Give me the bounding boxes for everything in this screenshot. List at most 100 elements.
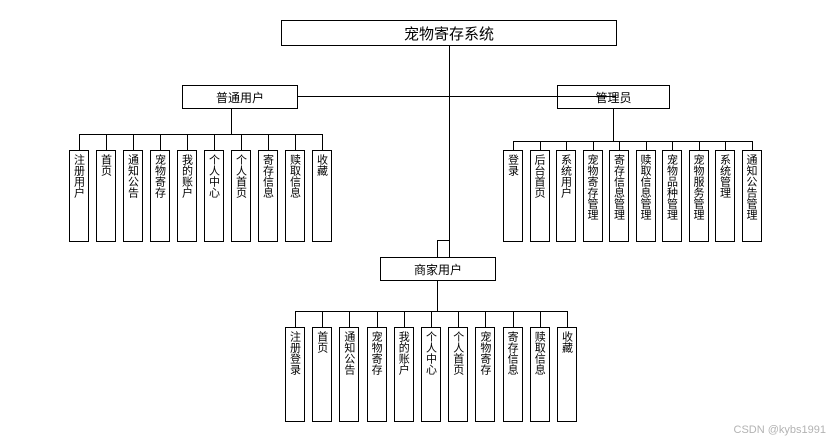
admin-leaf-node: 寄存信息管理 (609, 150, 629, 242)
admin-leaf-node: 宠物品种管理 (662, 150, 682, 242)
admin-stem-line (613, 109, 614, 141)
merchant-leaf-connector (567, 311, 568, 327)
merchant-leaf-node: 首页 (312, 327, 333, 422)
merchant-leaf-node: 个人中心 (421, 327, 441, 422)
user-leaf-label: 注册用户 (72, 154, 86, 198)
admin-leaf-node: 系统管理 (715, 150, 735, 242)
user-leaf-connector (241, 134, 242, 150)
user-leaf-label: 个人中心 (207, 154, 221, 198)
user-leaf-node: 宠物寄存 (150, 150, 170, 242)
merchant-leaf-connector (458, 311, 460, 327)
merchant-leaf-connector (539, 311, 541, 327)
merchant-leaf-node: 个人首页 (448, 327, 469, 422)
merchant-leaf-node: 宠物寄存 (366, 327, 387, 422)
user-node-label: 普通用户 (215, 90, 264, 105)
admin-leaf-connector (592, 141, 594, 150)
admin-leaf-node: 登录 (503, 150, 523, 242)
user-leaf-connector (295, 134, 296, 150)
merchant-leaf-label: 寄存信息 (506, 331, 520, 375)
user-leaf-connector (106, 134, 107, 150)
merchant-leaf-label: 个人首页 (451, 331, 465, 375)
user-leaf-node: 寄存信息 (258, 150, 278, 242)
user-leaf-label: 赎取信息 (288, 154, 302, 198)
user-leaf-node: 个人首页 (231, 150, 251, 242)
user-leaf-connector (160, 134, 161, 150)
root-branch-line (298, 96, 616, 97)
admin-leaf-label: 系统管理 (718, 154, 732, 198)
user-leaf-label: 通知公告 (126, 154, 140, 198)
merchant-leaf-label: 宠物寄存 (370, 331, 384, 375)
admin-leaf-node: 系统用户 (556, 150, 576, 242)
admin-leaf-label: 通知公告管理 (745, 154, 758, 220)
merchant-leaf-label: 注册登录 (288, 331, 302, 375)
admin-leaf-node: 后台首页 (529, 150, 550, 242)
admin-leaf-connector (645, 141, 647, 150)
admin-leaf-label: 后台首页 (533, 154, 546, 198)
merchant-leaf-node: 赎取信息 (529, 327, 550, 422)
merchant-leaf-connector (322, 311, 324, 327)
user-stem-line (231, 109, 232, 134)
user-leaf-label: 收藏 (315, 154, 329, 176)
admin-node-label: 管理员 (595, 90, 632, 105)
user-leaf-connector (187, 134, 188, 150)
admin-leaf-label: 登录 (506, 154, 520, 176)
user-leaf-label: 首页 (99, 154, 113, 176)
admin-leaf-label: 宠物寄存管理 (586, 154, 599, 220)
user-leaf-label: 宠物寄存 (153, 154, 167, 198)
admin-leaf-label: 寄存信息管理 (612, 154, 626, 220)
merchant-leaf-label: 通知公告 (342, 331, 356, 375)
merchant-leaf-label: 宠物寄存 (478, 331, 492, 375)
merchant-leaf-connector (295, 311, 296, 327)
admin-leaf-connector (566, 141, 567, 150)
user-leaf-node: 个人中心 (204, 150, 224, 242)
admin-leaf-connector (619, 141, 620, 150)
user-leaf-connector (268, 134, 269, 150)
merchant-leaf-node: 宠物寄存 (475, 327, 496, 422)
user-leaf-connector (214, 134, 215, 150)
user-leaf-node: 注册用户 (69, 150, 89, 242)
merchant-jog-down-line (437, 240, 438, 257)
merchant-stem-line (437, 281, 438, 311)
merchant-leaf-node: 注册登录 (285, 327, 305, 422)
admin-leaf-connector (725, 141, 726, 150)
merchant-leaf-connector (485, 311, 487, 327)
merchant-leaf-label: 个人中心 (424, 331, 438, 375)
admin-leaf-label: 系统用户 (559, 154, 573, 198)
user-leaf-label: 寄存信息 (261, 154, 275, 198)
user-leaf-label: 我的账户 (180, 154, 194, 198)
merchant-leaf-label: 首页 (315, 331, 329, 353)
merchant-leaf-connector (349, 311, 351, 327)
root-node-label: 宠物寄存系统 (403, 24, 494, 43)
admin-leaf-connector (698, 141, 700, 150)
root-node: 宠物寄存系统 (281, 20, 617, 46)
user-node: 普通用户 (182, 85, 298, 109)
merchant-leaf-connector (403, 311, 405, 327)
admin-leaf-connector (751, 141, 753, 150)
admin-leaf-label: 宠物品种管理 (665, 154, 679, 220)
merchant-node: 商家用户 (380, 257, 496, 281)
merchant-leaf-label: 我的账户 (397, 331, 411, 375)
user-leaf-connector (322, 134, 323, 150)
merchant-leaf-node: 寄存信息 (502, 327, 523, 422)
user-leaf-node: 我的账户 (177, 150, 197, 242)
merchant-jog-line (437, 240, 450, 241)
merchant-leaf-node: 我的账户 (393, 327, 414, 422)
merchant-leaf-connector (512, 311, 514, 327)
merchant-leaf-label: 赎取信息 (533, 331, 547, 375)
admin-leaf-label: 赎取信息管理 (639, 154, 652, 220)
merchant-leaf-connector (376, 311, 378, 327)
user-bar-line (79, 134, 323, 135)
admin-leaf-node: 通知公告管理 (741, 150, 762, 242)
admin-leaf-connector (513, 141, 514, 150)
admin-node: 管理员 (557, 85, 670, 109)
admin-leaf-node: 宠物寄存管理 (582, 150, 603, 242)
admin-leaf-connector (672, 141, 673, 150)
admin-bar-line (513, 141, 753, 142)
user-leaf-node: 收藏 (312, 150, 332, 242)
user-leaf-node: 通知公告 (123, 150, 143, 242)
user-leaf-node: 赎取信息 (285, 150, 305, 242)
merchant-leaf-node: 通知公告 (339, 327, 360, 422)
root-merchant-line (449, 97, 450, 257)
watermark: CSDN @kybs1991 (733, 424, 826, 436)
